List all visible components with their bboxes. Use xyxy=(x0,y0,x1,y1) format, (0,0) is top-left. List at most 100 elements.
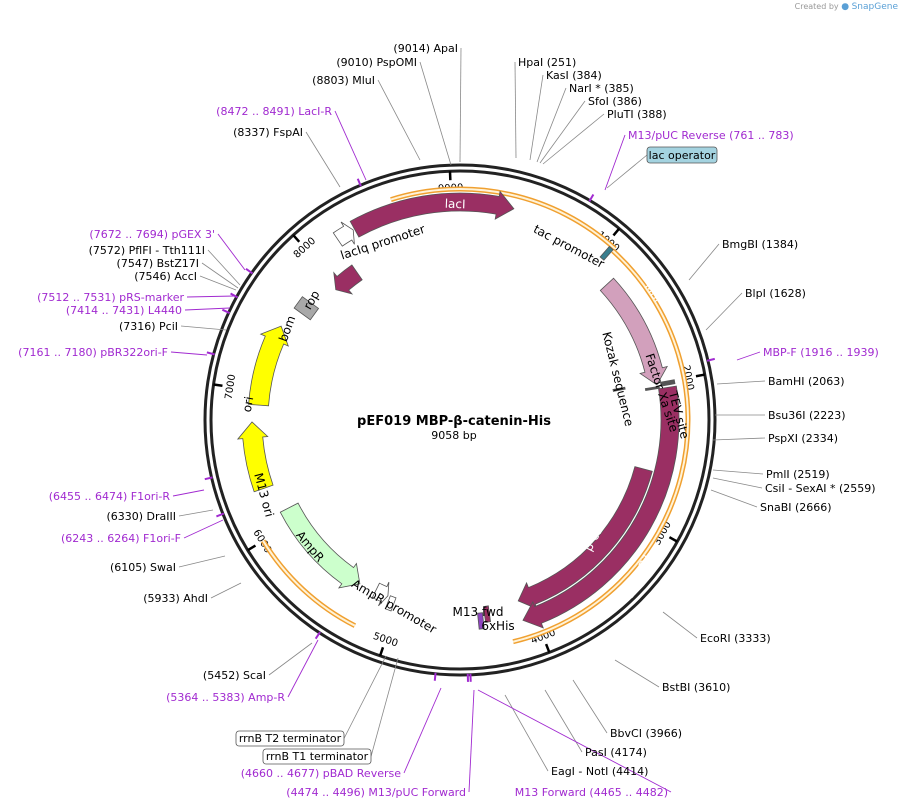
feature-ampr[interactable] xyxy=(279,502,361,589)
primer-amp-r[interactable]: (5364 .. 5383) Amp-R xyxy=(166,691,285,704)
feature-ctnnb1[interactable] xyxy=(522,385,680,629)
feature-label-laciq-promoter: lacIq promoter xyxy=(339,222,427,263)
primer-m13-forward[interactable]: M13 Forward (4465 .. 4482) xyxy=(515,786,668,799)
feature-bom[interactable] xyxy=(293,296,320,321)
site-pmli[interactable]: PmlI (2519) xyxy=(766,468,830,481)
site-blpi[interactable]: BlpI (1628) xyxy=(745,287,806,300)
site-pspomi[interactable]: (9010) PspOMI xyxy=(336,56,417,69)
boxed-frame xyxy=(646,146,718,164)
feature-label-ampr-promoter: AmpR promoter xyxy=(349,577,439,637)
site-leader xyxy=(536,87,567,163)
site-draiii[interactable]: (6330) DraIII xyxy=(106,510,176,523)
brand-text: SnapGene xyxy=(851,2,898,12)
site-eagi-noti[interactable]: EagI - NotI (4414) xyxy=(551,765,648,778)
site-fspai[interactable]: (8337) FspAI xyxy=(233,126,303,139)
feature-label-laci: lacI xyxy=(444,197,465,212)
primer-f1ori-r[interactable]: (6455 .. 6474) F1ori-R xyxy=(49,490,171,503)
feature-laci[interactable] xyxy=(349,190,515,238)
feature-ampr-promoter[interactable] xyxy=(371,581,390,607)
site-leader xyxy=(712,437,766,441)
primer-leader xyxy=(477,689,672,793)
site-sfoi[interactable]: SfoI (386) xyxy=(588,95,642,108)
site-bsu36i[interactable]: Bsu36I (2223) xyxy=(768,409,846,422)
site-leader xyxy=(529,74,544,161)
primer-leader xyxy=(334,110,367,181)
feature-rop[interactable] xyxy=(333,264,363,295)
site-swai[interactable]: (6105) SwaI xyxy=(110,561,176,574)
site-hpai[interactable]: HpaI (251) xyxy=(518,56,576,69)
feature-6xhis[interactable] xyxy=(482,605,491,623)
feature-label-m13-ori: M13 ori xyxy=(251,471,276,518)
feature-laciq-promoter[interactable] xyxy=(332,221,355,247)
site-ecori[interactable]: EcoRI (3333) xyxy=(700,632,771,645)
feature-factor-xa-site[interactable] xyxy=(644,385,660,392)
site-leader xyxy=(178,509,214,517)
site-pcii[interactable]: (7316) PciI xyxy=(119,320,178,333)
site-pasi[interactable]: PasI (4174) xyxy=(585,746,647,759)
site-nari[interactable]: NarI * (385) xyxy=(569,82,634,95)
boxed-lac-operator[interactable]: lac operator xyxy=(649,149,716,162)
site-csii-sexai[interactable]: CsiI - SexAI * (2559) xyxy=(765,482,876,495)
site-bbvci[interactable]: BbvCI (3966) xyxy=(610,727,682,740)
primer-l4440[interactable]: (7414 .. 7431) L4440 xyxy=(66,304,182,317)
site-bmgbi[interactable]: BmgBI (1384) xyxy=(722,238,798,251)
site-pspxi[interactable]: PspXI (2334) xyxy=(768,432,838,445)
primer-mark xyxy=(245,268,254,275)
feature-tev-site[interactable] xyxy=(660,379,676,387)
primer-leader xyxy=(183,519,224,539)
feature-label-mbp: MBP xyxy=(642,281,666,308)
primer-m13-puc-reverse[interactable]: M13/pUC Reverse (761 .. 783) xyxy=(628,129,794,142)
ruler-tick xyxy=(668,536,678,543)
feature-m13-fwd[interactable] xyxy=(477,612,485,630)
ruler-tick xyxy=(695,373,706,378)
site-leader xyxy=(662,611,698,639)
site-bstbi[interactable]: BstBI (3610) xyxy=(662,681,730,694)
site-pluti[interactable]: PluTI (388) xyxy=(607,108,667,121)
site-leader xyxy=(419,61,452,166)
site-snabi[interactable]: SnaBI (2666) xyxy=(760,501,832,514)
primer-laci-r[interactable]: (8472 .. 8491) LacI-R xyxy=(216,105,332,118)
feature-label-ori: ori xyxy=(240,395,256,413)
ruler-tick xyxy=(378,646,385,657)
ruler-tick-label: 7000 xyxy=(224,374,239,401)
boxed-rrnb-t1-terminator[interactable]: rrnB T1 terminator xyxy=(266,750,369,763)
site-pflfi-tth111i[interactable]: (7572) PflFI - Tth111I xyxy=(89,244,205,257)
primer-pbad-reverse[interactable]: (4660 .. 4677) pBAD Reverse xyxy=(241,767,402,780)
site-kasi[interactable]: KasI (384) xyxy=(546,69,602,82)
primer-f1ori-f[interactable]: (6243 .. 6264) F1ori-F xyxy=(61,532,181,545)
primer-pbr322ori-f[interactable]: (7161 .. 7180) pBR322ori-F xyxy=(18,346,168,359)
site-leader xyxy=(199,275,237,291)
credit-text: Created by xyxy=(794,2,839,11)
primer-prs-marker[interactable]: (7512 .. 7531) pRS-marker xyxy=(37,291,184,304)
site-scai[interactable]: (5452) ScaI xyxy=(203,669,266,682)
primer-leader xyxy=(217,233,246,271)
primer-leader xyxy=(287,639,319,698)
primer-leader xyxy=(170,351,208,356)
site-apai[interactable]: (9014) ApaI xyxy=(393,42,458,55)
feature-tac-promoter[interactable] xyxy=(599,245,614,261)
feature-ori[interactable] xyxy=(248,325,289,407)
feature-m13-ori[interactable] xyxy=(236,421,274,493)
site-bamhi[interactable]: BamHI (2063) xyxy=(768,375,845,388)
site-leader xyxy=(305,131,341,188)
feature-catenin[interactable] xyxy=(517,466,653,610)
site-bstz17i[interactable]: (7547) BstZ17I xyxy=(117,257,199,270)
primer-mbp-f[interactable]: MBP-F (1916 .. 1939) xyxy=(763,346,879,359)
site-leader xyxy=(539,100,586,164)
snapgene-logo-icon: ● xyxy=(841,2,850,12)
feature-mbp[interactable] xyxy=(599,277,669,386)
site-acci[interactable]: (7546) AccI xyxy=(134,270,197,283)
site-mlui[interactable]: (8803) MluI xyxy=(312,74,375,87)
site-leader xyxy=(688,243,720,281)
boxed-leader xyxy=(370,657,399,757)
primer-m13-puc-forward[interactable]: (4474 .. 4496) M13/pUC Forward xyxy=(286,786,466,799)
site-ahdi[interactable]: (5933) AhdI xyxy=(143,592,208,605)
feature-ampr-promoter-b[interactable] xyxy=(384,595,397,612)
site-leader xyxy=(459,47,462,163)
primer-leader xyxy=(184,307,231,311)
site-leader xyxy=(705,292,743,331)
primer-pgex-3[interactable]: (7672 .. 7694) pGEX 3' xyxy=(89,228,215,241)
feature-kozak-sequence[interactable] xyxy=(612,386,626,392)
boxed-rrnb-t2-terminator[interactable]: rrnB T2 terminator xyxy=(239,732,342,745)
